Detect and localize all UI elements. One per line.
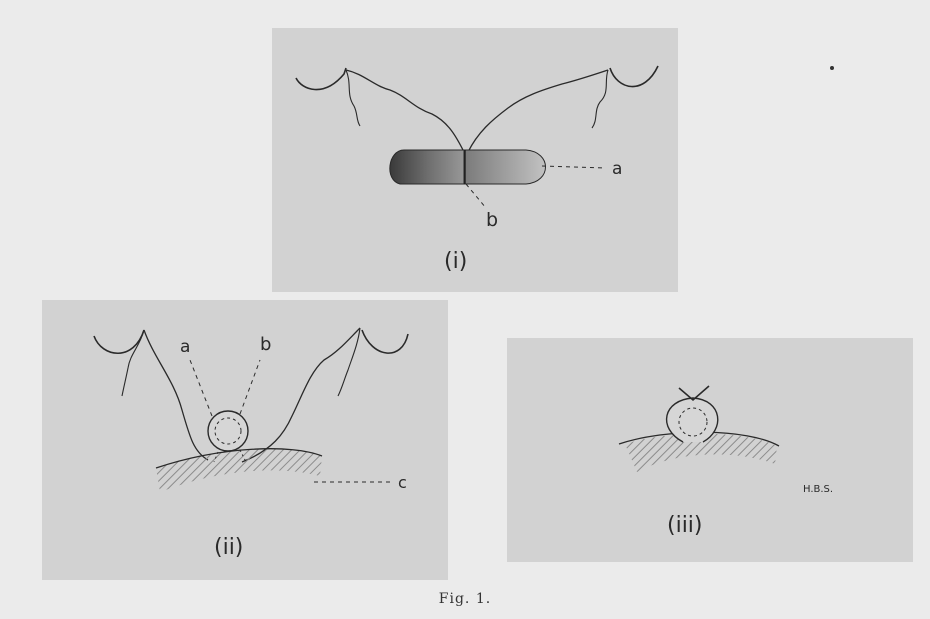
right-hook: [362, 330, 408, 353]
suture-left-tail: [346, 70, 360, 126]
panel-iii: H.B.S. (iii): [507, 338, 913, 562]
panel-label-ii: (ii): [214, 535, 243, 560]
label-b: b: [486, 209, 498, 231]
panel-label-iii: (iii): [667, 513, 703, 538]
suture-left: [144, 330, 208, 460]
suture-left: [346, 70, 464, 152]
leader-b: [240, 360, 260, 414]
panel-i-drawing: a b (i): [272, 28, 678, 292]
artist-initials: H.B.S.: [803, 484, 833, 495]
leader-a: [542, 166, 604, 168]
suture-left-tail: [122, 330, 144, 396]
label-b: b: [260, 334, 271, 355]
panel-ii: a b c (ii): [42, 300, 448, 580]
figure-caption: Fig. 1.: [0, 591, 930, 607]
tied-loop: [667, 398, 718, 442]
capsule-left-half: [390, 150, 466, 184]
right-hook: [610, 66, 658, 87]
label-a: a: [612, 159, 622, 179]
hatched-surface: [156, 449, 322, 492]
panel-iii-drawing: H.B.S. (iii): [507, 338, 913, 562]
panel-label-i: (i): [444, 249, 467, 274]
label-a: a: [180, 337, 190, 357]
suture-right-tail: [338, 328, 360, 396]
left-hook: [94, 330, 144, 353]
leader-b: [466, 184, 486, 208]
suture-right: [468, 70, 608, 152]
capsule-right-half: [464, 150, 546, 184]
left-hook: [296, 68, 346, 90]
leader-a: [190, 360, 212, 416]
outer-ring: [208, 411, 248, 451]
panel-ii-drawing: a b c (ii): [42, 300, 448, 580]
label-c: c: [398, 473, 407, 492]
ink-speck: [830, 66, 834, 70]
suture-right-tail: [592, 70, 608, 128]
panel-i: a b (i): [272, 28, 678, 292]
